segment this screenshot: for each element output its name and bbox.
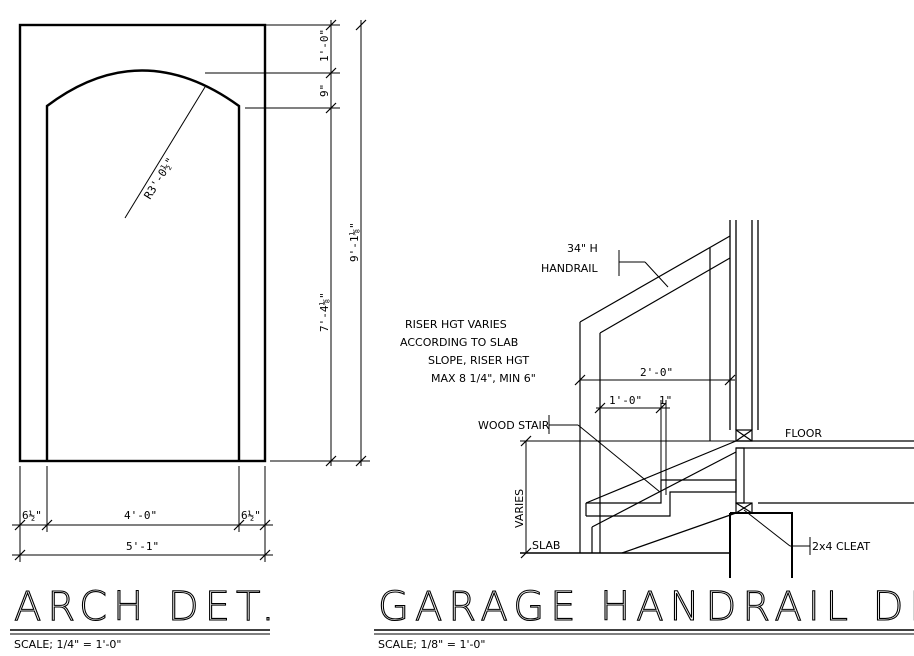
label-handrail-2: HANDRAIL — [541, 262, 598, 275]
dim-nosing-label: 1" — [659, 394, 672, 407]
note-line-4: MAX 8 1/4", MIN 6" — [431, 372, 536, 385]
dim-overall: 5'-1" — [126, 540, 159, 553]
dim-tread — [594, 400, 670, 495]
label-varies: VARIES — [513, 489, 526, 528]
note-line-3: SLOPE, RISER HGT — [428, 354, 529, 367]
cleat-leader — [743, 509, 811, 555]
dim-ticks-horizontal — [14, 519, 271, 561]
handrail-leader — [618, 250, 669, 288]
note-line-1: RISER HGT VARIES — [405, 318, 507, 331]
arch-scale: SCALE; 1/4" = 1'-0" — [14, 638, 122, 651]
garage-wall — [729, 220, 759, 430]
label-cleat: 2x4 CLEAT — [812, 540, 870, 553]
wood-stair — [585, 440, 737, 554]
note-line-2: ACCORDING TO SLAB — [400, 336, 518, 349]
handrail-detail: 2'-0" 1'-0" 1" VARIES SLAB 34" H HANDRAI… — [374, 220, 914, 651]
dim-rise: 9" — [318, 84, 331, 97]
foundation — [729, 512, 793, 578]
dim-left-jamb: 6½" — [22, 509, 42, 522]
dim-right-jamb: 6½" — [241, 509, 261, 522]
dim-run-label: 2'-0" — [640, 366, 673, 379]
dim-top: 1'-0" — [318, 29, 331, 62]
radius-leader — [124, 86, 206, 219]
dim-tread-label: 1'-0" — [609, 394, 642, 407]
ext-lines-bottom — [19, 466, 266, 562]
arch-outer-frame — [18, 23, 267, 463]
label-handrail-1: 34" H — [567, 242, 598, 255]
arch-opening — [45, 69, 241, 461]
label-floor: FLOOR — [785, 427, 822, 440]
handrail-rail — [579, 235, 731, 553]
floor-structure — [736, 440, 914, 504]
arch-detail: R3'-0½" 1'-0" 9" 7'-4⅛" 9'-1⅛" — [10, 19, 370, 651]
arch-title: ARCH DET. — [14, 584, 280, 630]
label-wood-stair: WOOD STAIR — [478, 419, 550, 432]
dim-height-total: 9'-1⅛" — [348, 222, 361, 262]
dim-height-inner: 7'-4⅛" — [318, 292, 331, 332]
dim-run — [574, 374, 736, 390]
label-slab: SLAB — [532, 539, 560, 552]
handrail-title: GARAGE HANDRAIL DET — [378, 584, 914, 630]
floor-framing — [735, 429, 753, 514]
dim-varies — [520, 435, 736, 559]
dim-ticks-vertical — [325, 19, 367, 467]
dim-opening: 4'-0" — [124, 509, 157, 522]
wood-stair-leader — [548, 415, 661, 493]
handrail-scale: SCALE; 1/8" = 1'-0" — [378, 638, 486, 651]
